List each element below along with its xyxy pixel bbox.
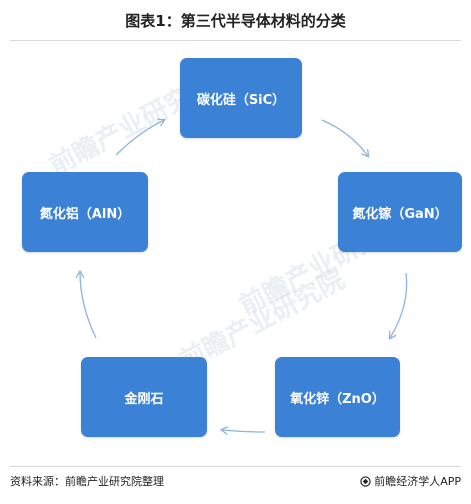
brand: 前瞻经济学人APP bbox=[360, 473, 461, 489]
title-divider bbox=[10, 40, 461, 41]
chart-title: 图表1：第三代半导体材料的分类 bbox=[125, 12, 346, 30]
arrow-diamond-to-aln bbox=[80, 272, 97, 339]
arrow-sic-to-gan bbox=[321, 119, 368, 156]
arrow-zno-to-diamond bbox=[222, 430, 266, 432]
brand-label: 前瞻经济学人APP bbox=[374, 475, 461, 488]
node-sic: 碳化硅（SiC） bbox=[180, 58, 302, 138]
node-aln: 氮化铝（AlN） bbox=[22, 172, 148, 252]
arrow-aln-to-sic bbox=[115, 120, 164, 156]
node-zno: 氧化锌（ZnO） bbox=[275, 357, 400, 437]
source-note: 资料来源：前瞻产业研究院整理 bbox=[10, 475, 164, 488]
node-gan: 氮化镓（GaN） bbox=[338, 172, 462, 252]
footer-divider bbox=[10, 466, 461, 467]
node-diamond: 金刚石 bbox=[81, 357, 207, 437]
arrow-gan-to-zno bbox=[390, 272, 408, 338]
qianzhan-logo-icon bbox=[360, 475, 371, 487]
